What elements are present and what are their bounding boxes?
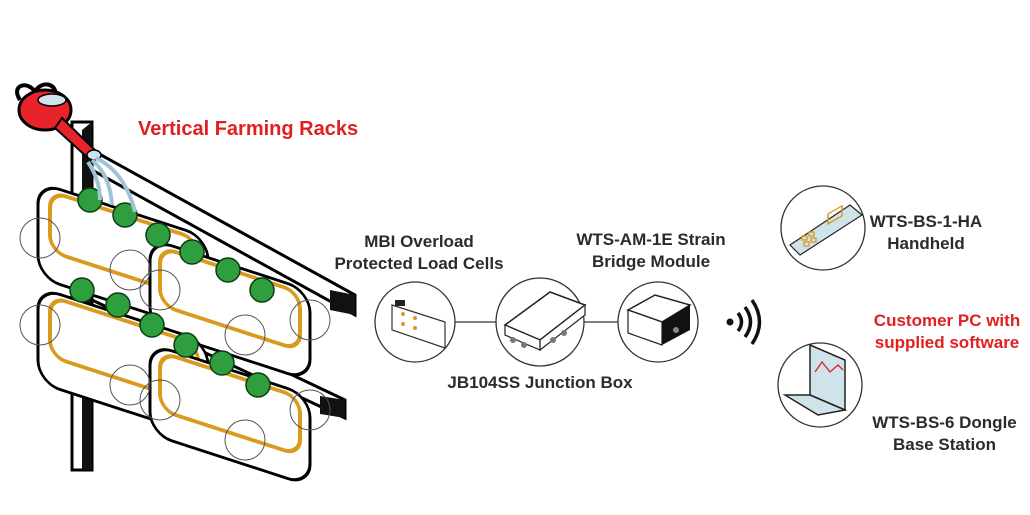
load-cells-label-line1: MBI Overload xyxy=(364,232,474,251)
strain-module-label-line1: WTS-AM-1E Strain xyxy=(576,230,726,249)
load-cell-markers xyxy=(19,217,331,461)
handheld-label: WTS-BS-1-HA Handheld xyxy=(866,211,986,255)
dongle-label-line1: WTS-BS-6 Dongle xyxy=(872,413,1017,432)
pc-label-line1: Customer PC with xyxy=(873,311,1021,330)
dongle-label: WTS-BS-6 Dongle Base Station xyxy=(862,412,1027,456)
strain-module-label-line2: Bridge Module xyxy=(591,252,711,271)
diagram-title: Vertical Farming Racks xyxy=(138,118,359,140)
handheld-label-line1: WTS-BS-1-HA xyxy=(869,212,983,231)
junction-box-icon xyxy=(495,277,587,367)
handheld-icon xyxy=(780,185,866,271)
load-cells-label-line2: Protected Load Cells xyxy=(334,254,504,273)
pc-label-line2: supplied software xyxy=(874,333,1020,352)
dongle-label-line2: Base Station xyxy=(893,435,996,454)
load-cells-label: MBI Overload Protected Load Cells xyxy=(334,231,504,275)
strain-module-label: WTS-AM-1E Strain Bridge Module xyxy=(566,229,736,273)
strain-module-icon xyxy=(617,281,699,363)
load-cell-icon xyxy=(374,281,456,363)
junction-box-label: JB104SS Junction Box xyxy=(447,373,633,392)
lettuce-plants xyxy=(69,187,275,398)
watering-can-icon xyxy=(15,82,137,213)
laptop-icon xyxy=(777,342,863,428)
pc-label: Customer PC with supplied software xyxy=(862,310,1030,354)
handheld-label-line2: Handheld xyxy=(887,234,965,253)
wireless-signal-icon xyxy=(726,299,762,345)
